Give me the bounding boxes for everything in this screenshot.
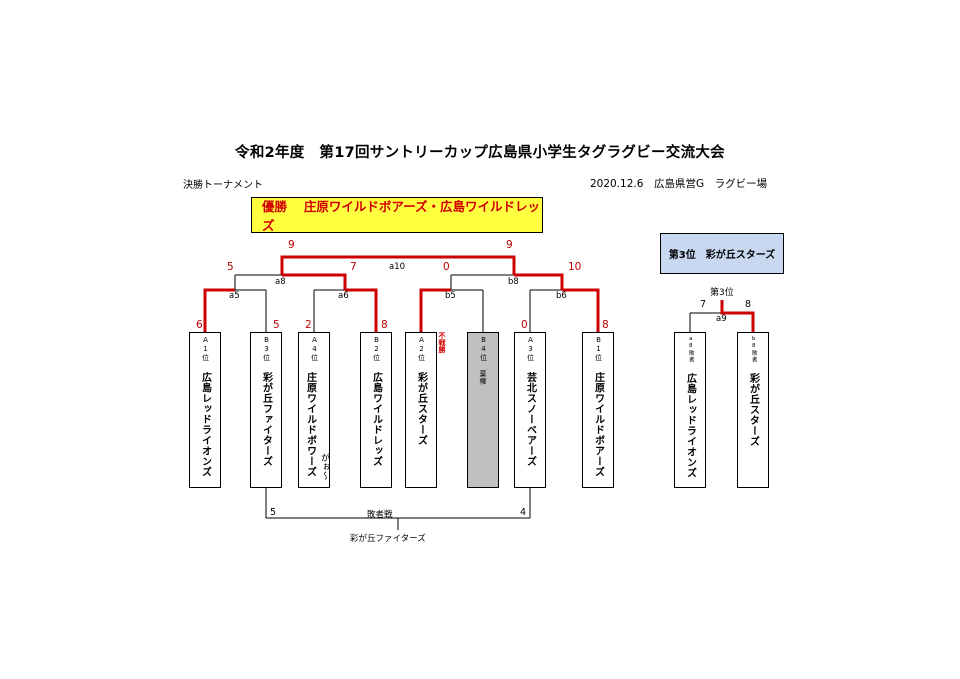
team-box: A4位 庄原ワイルドボワーズ がぉ〜	[298, 332, 330, 488]
score-final-right: 9	[506, 239, 513, 251]
bracket-winner-lines	[203, 255, 755, 332]
score-a8-right: 7	[350, 261, 357, 273]
score-b8-right: 10	[568, 261, 582, 273]
score-a8-left: 5	[227, 261, 234, 273]
team-name: 広島レッドライオンズ	[684, 373, 696, 478]
team-seed: A1位	[201, 336, 210, 362]
score-team7: 0	[521, 319, 528, 331]
team-name: 広島ワイルドレッズ	[370, 372, 382, 467]
match-label-a9: a9	[716, 314, 727, 324]
team-name: 彩が丘スターズ	[415, 372, 427, 446]
match-label-a10: a10	[389, 262, 406, 272]
match-label-a8: a8	[275, 277, 286, 287]
match-label-b8: b8	[508, 277, 519, 287]
third-team-box: b8敗者 彩が丘スターズ	[737, 332, 769, 488]
team-seed: a8敗者	[687, 336, 694, 363]
team-seed: B4位	[479, 336, 488, 362]
score-b8-left: 0	[443, 261, 450, 273]
third-place-label: 第3位	[710, 288, 734, 298]
third-place-box: 第3位 彩が丘スターズ	[660, 233, 784, 274]
team-name: 芸北スノーベアーズ	[524, 372, 536, 467]
champion-box: 優勝 庄原ワイルドボアーズ・広島ワイルドレッズ	[251, 197, 543, 233]
champion-text: 優勝 庄原ワイルドボアーズ・広島ワイルドレッズ	[262, 199, 540, 233]
team-box: B2位 広島ワイルドレッズ	[360, 332, 392, 488]
team-name: 棄権	[479, 370, 487, 385]
team-box: A2位 彩が丘スターズ	[405, 332, 437, 488]
consolation-winner: 彩が丘ファイターズ	[350, 534, 426, 544]
score-final-left: 9	[288, 239, 295, 251]
team-seed: A4位	[310, 336, 319, 362]
third-team-box: a8敗者 広島レッドライオンズ	[674, 332, 706, 488]
team-box: A3位 芸北スノーベアーズ	[514, 332, 546, 488]
score-team1: 6	[196, 319, 203, 331]
bracket-black-lines	[234, 274, 722, 530]
forfeit-note: 不戦勝	[438, 332, 446, 353]
team-note: がぉ〜	[319, 453, 329, 480]
score-team4: 8	[381, 319, 388, 331]
team-seed: B3位	[262, 336, 271, 362]
bracket-subtitle: 決勝トーナメント	[183, 180, 263, 191]
team-seed: A3位	[526, 336, 535, 362]
score-third-right: 8	[745, 299, 752, 310]
team-box-withdrawn: B4位 棄権	[467, 332, 499, 488]
team-seed: A2位	[417, 336, 426, 362]
team-name: 庄原ワイルドボワーズ	[304, 372, 316, 477]
team-name: 庄原ワイルドボアーズ	[592, 372, 604, 477]
team-box: B3位 彩が丘ファイターズ	[250, 332, 282, 488]
score-team8: 8	[602, 319, 609, 331]
team-box: A1位 広島レッドライオンズ	[189, 332, 221, 488]
team-seed: B2位	[372, 336, 381, 362]
third-place-text: 第3位 彩が丘スターズ	[668, 250, 776, 261]
score-third-left: 7	[700, 299, 707, 310]
team-box: B1位 庄原ワイルドボアーズ	[582, 332, 614, 488]
team-name: 彩が丘ファイターズ	[260, 372, 272, 467]
score-consolation-left: 5	[270, 507, 277, 518]
team-seed: b8敗者	[750, 336, 757, 363]
match-label-a5: a5	[229, 291, 240, 301]
match-label-a6: a6	[338, 291, 349, 301]
match-label-b5: b5	[445, 291, 456, 301]
team-seed: B1位	[594, 336, 603, 362]
date-location: 2020.12.6 広島県営G ラグビー場	[590, 178, 768, 190]
score-team3: 2	[305, 319, 312, 331]
team-name: 広島レッドライオンズ	[199, 372, 211, 477]
consolation-label: 敗者戦	[367, 510, 393, 520]
score-consolation-right: 4	[520, 507, 527, 518]
score-team2: 5	[273, 319, 280, 331]
match-label-b6: b6	[556, 291, 567, 301]
team-name: 彩が丘スターズ	[747, 373, 759, 447]
page-title: 令和2年度 第17回サントリーカップ広島県小学生タグラグビー交流大会	[235, 145, 725, 161]
